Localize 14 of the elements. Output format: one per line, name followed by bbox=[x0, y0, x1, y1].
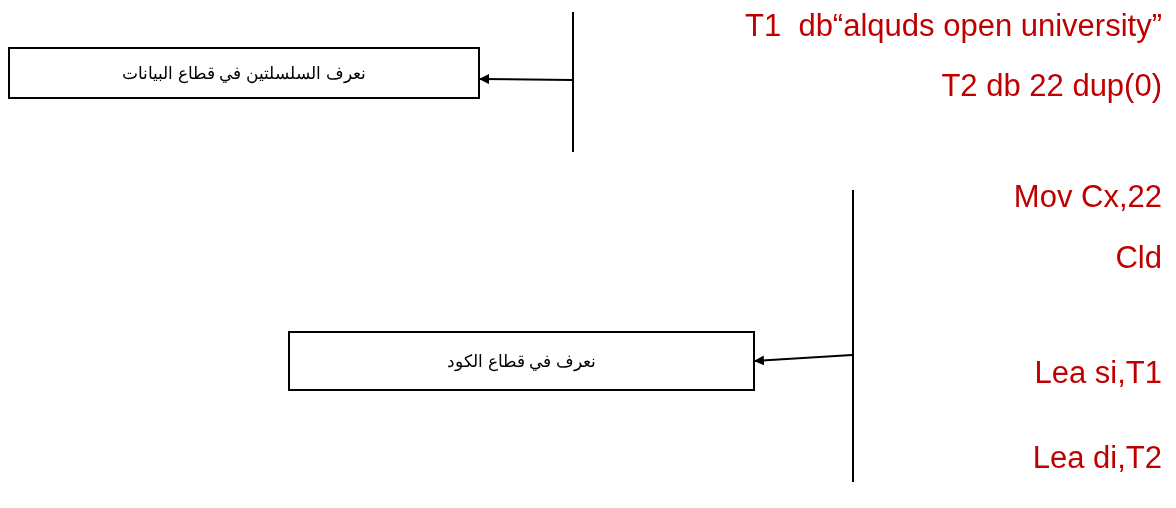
arrow bbox=[754, 354, 853, 366]
code-line: T1 db“alquds open university” bbox=[745, 8, 1162, 44]
note-box bbox=[288, 331, 755, 391]
code-line: Cld bbox=[1115, 240, 1162, 276]
code-line: Lea si,T1 bbox=[1034, 355, 1162, 391]
note-text: نعرف السلسلتين في قطاع البيانات bbox=[122, 62, 366, 84]
bracket-line bbox=[852, 190, 854, 482]
arrow bbox=[479, 74, 573, 85]
note-text: نعرف في قطاع الكود bbox=[446, 350, 597, 372]
code-line: Lea di,T2 bbox=[1032, 440, 1162, 476]
bracket-line bbox=[572, 12, 574, 152]
code-line: T2 db 22 dup(0) bbox=[941, 68, 1162, 104]
note-box bbox=[8, 47, 480, 99]
code-line: Mov Cx,22 bbox=[1013, 179, 1162, 215]
